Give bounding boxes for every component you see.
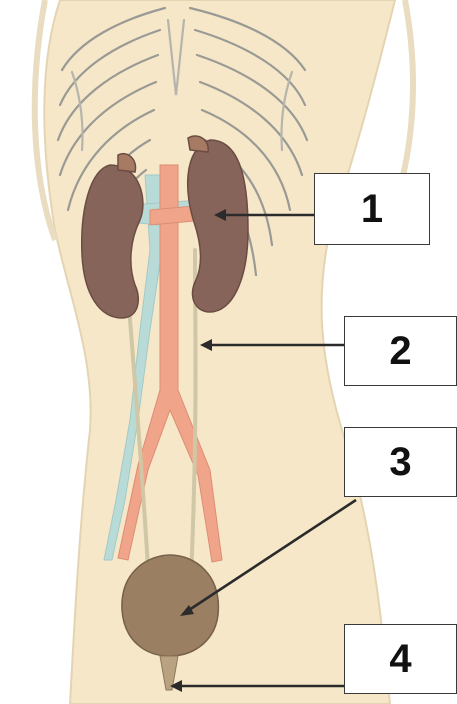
label-box-1: 1 — [314, 173, 430, 245]
label-box-3: 3 — [344, 427, 457, 497]
label-1: 1 — [361, 189, 383, 229]
label-box-2: 2 — [344, 316, 457, 386]
label-box-4: 4 — [344, 624, 457, 694]
label-4: 4 — [389, 639, 411, 679]
right-kidney — [188, 140, 248, 312]
label-2: 2 — [389, 331, 411, 371]
label-3: 3 — [389, 442, 411, 482]
